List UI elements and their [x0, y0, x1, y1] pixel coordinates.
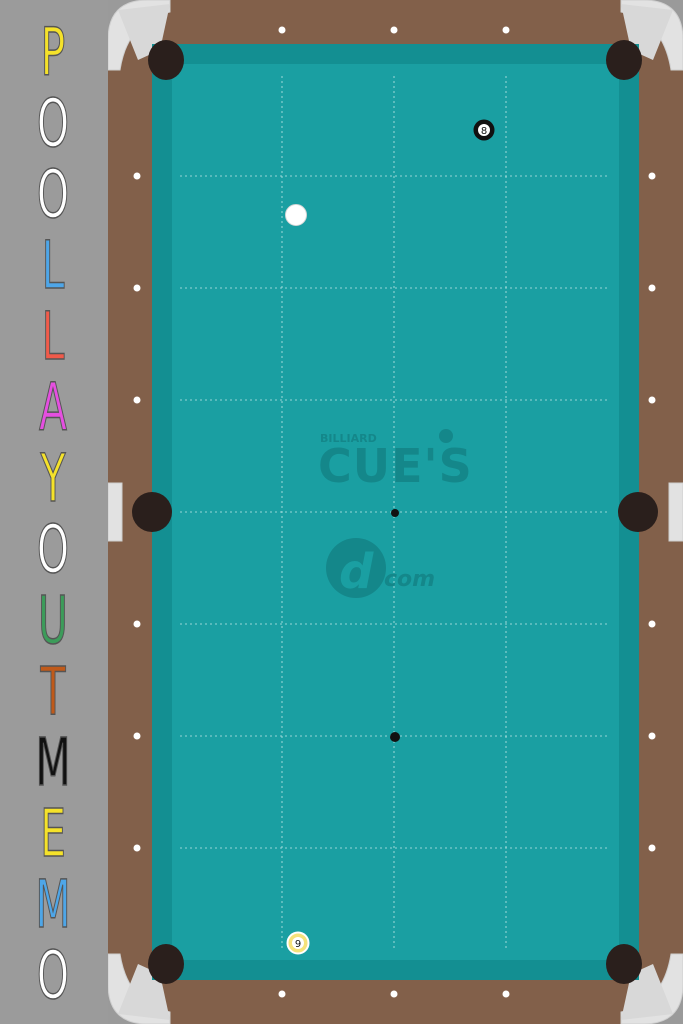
title-letter: A [39, 369, 68, 446]
ball-8[interactable]: 8 [473, 119, 495, 141]
pocket-bottom-right [606, 944, 642, 984]
logo-ball-icon [439, 429, 453, 443]
foot-spot [390, 732, 400, 742]
pocket-top-right [606, 40, 642, 80]
logo-main-text: CUE'S [318, 439, 473, 493]
title-letter: U [38, 582, 69, 659]
title-letter: T [40, 653, 66, 730]
pocket-side-left [132, 492, 172, 532]
ball-8-label: 8 [481, 126, 487, 137]
center-spot [391, 509, 399, 517]
pool-table[interactable]: BILLIARD CUE'S d com 8 9 [108, 0, 683, 1024]
title-letter: M [35, 724, 71, 801]
title-letter: O [36, 85, 70, 162]
title-letter: O [36, 156, 70, 233]
logo-watermark: BILLIARD CUE'S d com [318, 429, 473, 600]
ball-9[interactable]: 9 [286, 931, 310, 955]
logo-d-icon [326, 538, 386, 598]
title-letter: Y [40, 440, 66, 517]
title-letter: O [36, 937, 70, 1014]
pockets [132, 40, 658, 984]
logo-small-text: BILLIARD [320, 432, 377, 445]
title-letter: L [41, 227, 65, 304]
title-letter: E [40, 795, 67, 872]
title-letter: L [41, 298, 65, 375]
pocket-top-left [148, 40, 184, 80]
logo-dcom-text: com [384, 567, 435, 592]
pocket-side-right [618, 492, 658, 532]
title-letter: P [40, 14, 66, 91]
ball-9-label: 9 [295, 939, 301, 950]
title-letter: M [35, 866, 71, 943]
title-letter: O [36, 511, 70, 588]
logo-d-letter: d [339, 544, 374, 600]
rail-diamonds [133, 26, 656, 998]
ball-cue[interactable] [285, 204, 307, 226]
pocket-bottom-left [148, 944, 184, 984]
